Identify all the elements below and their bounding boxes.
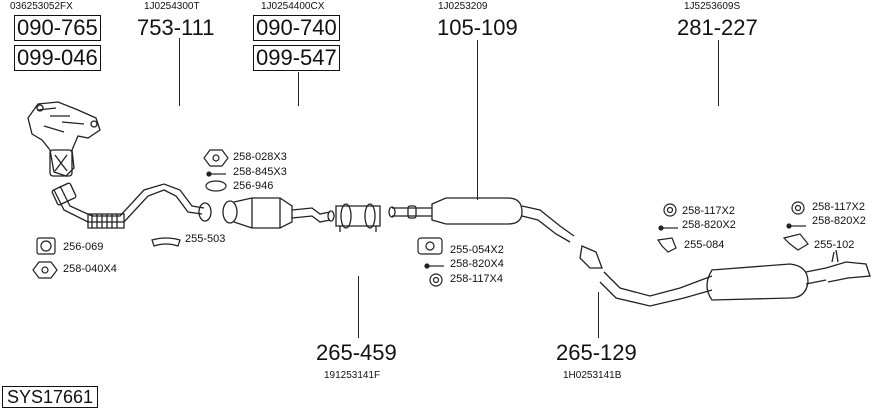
leader-line [598, 292, 599, 338]
rear-silencer-drawing [579, 245, 871, 307]
center-silencer-drawing [388, 197, 575, 243]
oem-number: 036253052FX [10, 1, 73, 12]
oem-number: 191253141F [324, 370, 381, 381]
leader-line [718, 40, 719, 106]
rubber-mount-icon [417, 237, 443, 255]
nut-hole-icon [41, 266, 49, 274]
accessory-label[interactable]: 258-028X3 [233, 151, 287, 163]
accessory-label[interactable]: 255-084 [684, 239, 725, 251]
accessory-label[interactable]: 258-820X4 [450, 258, 504, 270]
part-number[interactable]: 265-459 [316, 340, 397, 365]
leader-line [358, 276, 359, 338]
accessory-label[interactable]: 258-117X2 [682, 205, 736, 217]
washer-icon [429, 273, 443, 287]
part-number-box[interactable]: 090-765 [14, 15, 101, 41]
oem-number: 1J5253609S [684, 1, 741, 12]
hanger-icon [656, 237, 677, 253]
leader-line [298, 72, 299, 106]
part-number[interactable]: 281-227 [677, 15, 758, 40]
gasket-icon [36, 237, 56, 255]
accessory-label[interactable]: 256-069 [63, 241, 104, 253]
nut-icon [32, 261, 58, 279]
catalytic-converter-drawing [222, 197, 335, 229]
exhaust-manifold-drawing [27, 101, 101, 177]
accessory-label[interactable]: 258-040X4 [63, 263, 117, 275]
part-number[interactable]: 105-109 [437, 15, 518, 40]
front-pipe-drawing [51, 182, 212, 229]
accessory-label[interactable]: 255-503 [185, 233, 226, 245]
part-number-box[interactable]: 099-547 [253, 45, 340, 71]
part-number-box[interactable]: 090-740 [253, 15, 340, 41]
oem-number: 1J0253209 [438, 1, 488, 12]
system-id: SYS17661 [2, 386, 99, 408]
accessory-label[interactable]: 258-845X3 [233, 166, 287, 178]
accessory-label[interactable]: 258-117X4 [450, 273, 504, 285]
part-number[interactable]: 265-129 [556, 340, 637, 365]
accessory-label[interactable]: 256-946 [233, 180, 274, 192]
nut-icon [203, 149, 229, 167]
hanger-icon [782, 233, 809, 251]
washer-icon [791, 201, 805, 215]
accessory-label[interactable]: 255-102 [814, 239, 855, 251]
part-number-box[interactable]: 099-046 [14, 45, 101, 71]
oem-number: 1J0254300T [144, 1, 200, 12]
accessory-label[interactable]: 258-117X2 [812, 201, 866, 213]
leader-line [477, 40, 478, 200]
washer-icon [663, 203, 677, 217]
leader-line [179, 38, 180, 106]
oem-number: 1J0254400CX [261, 1, 325, 12]
connector-pipe-drawing [335, 203, 381, 232]
ring-gasket-icon [205, 180, 227, 192]
accessory-label[interactable]: 258-820X2 [682, 219, 736, 231]
part-number[interactable]: 753-111 [137, 15, 215, 40]
gasket-hole-icon [40, 240, 52, 252]
clamp-icon [151, 237, 181, 247]
accessory-label[interactable]: 255-054X2 [450, 244, 504, 256]
oem-number: 1H0253141B [563, 370, 622, 381]
accessory-label[interactable]: 258-820X2 [812, 215, 866, 227]
